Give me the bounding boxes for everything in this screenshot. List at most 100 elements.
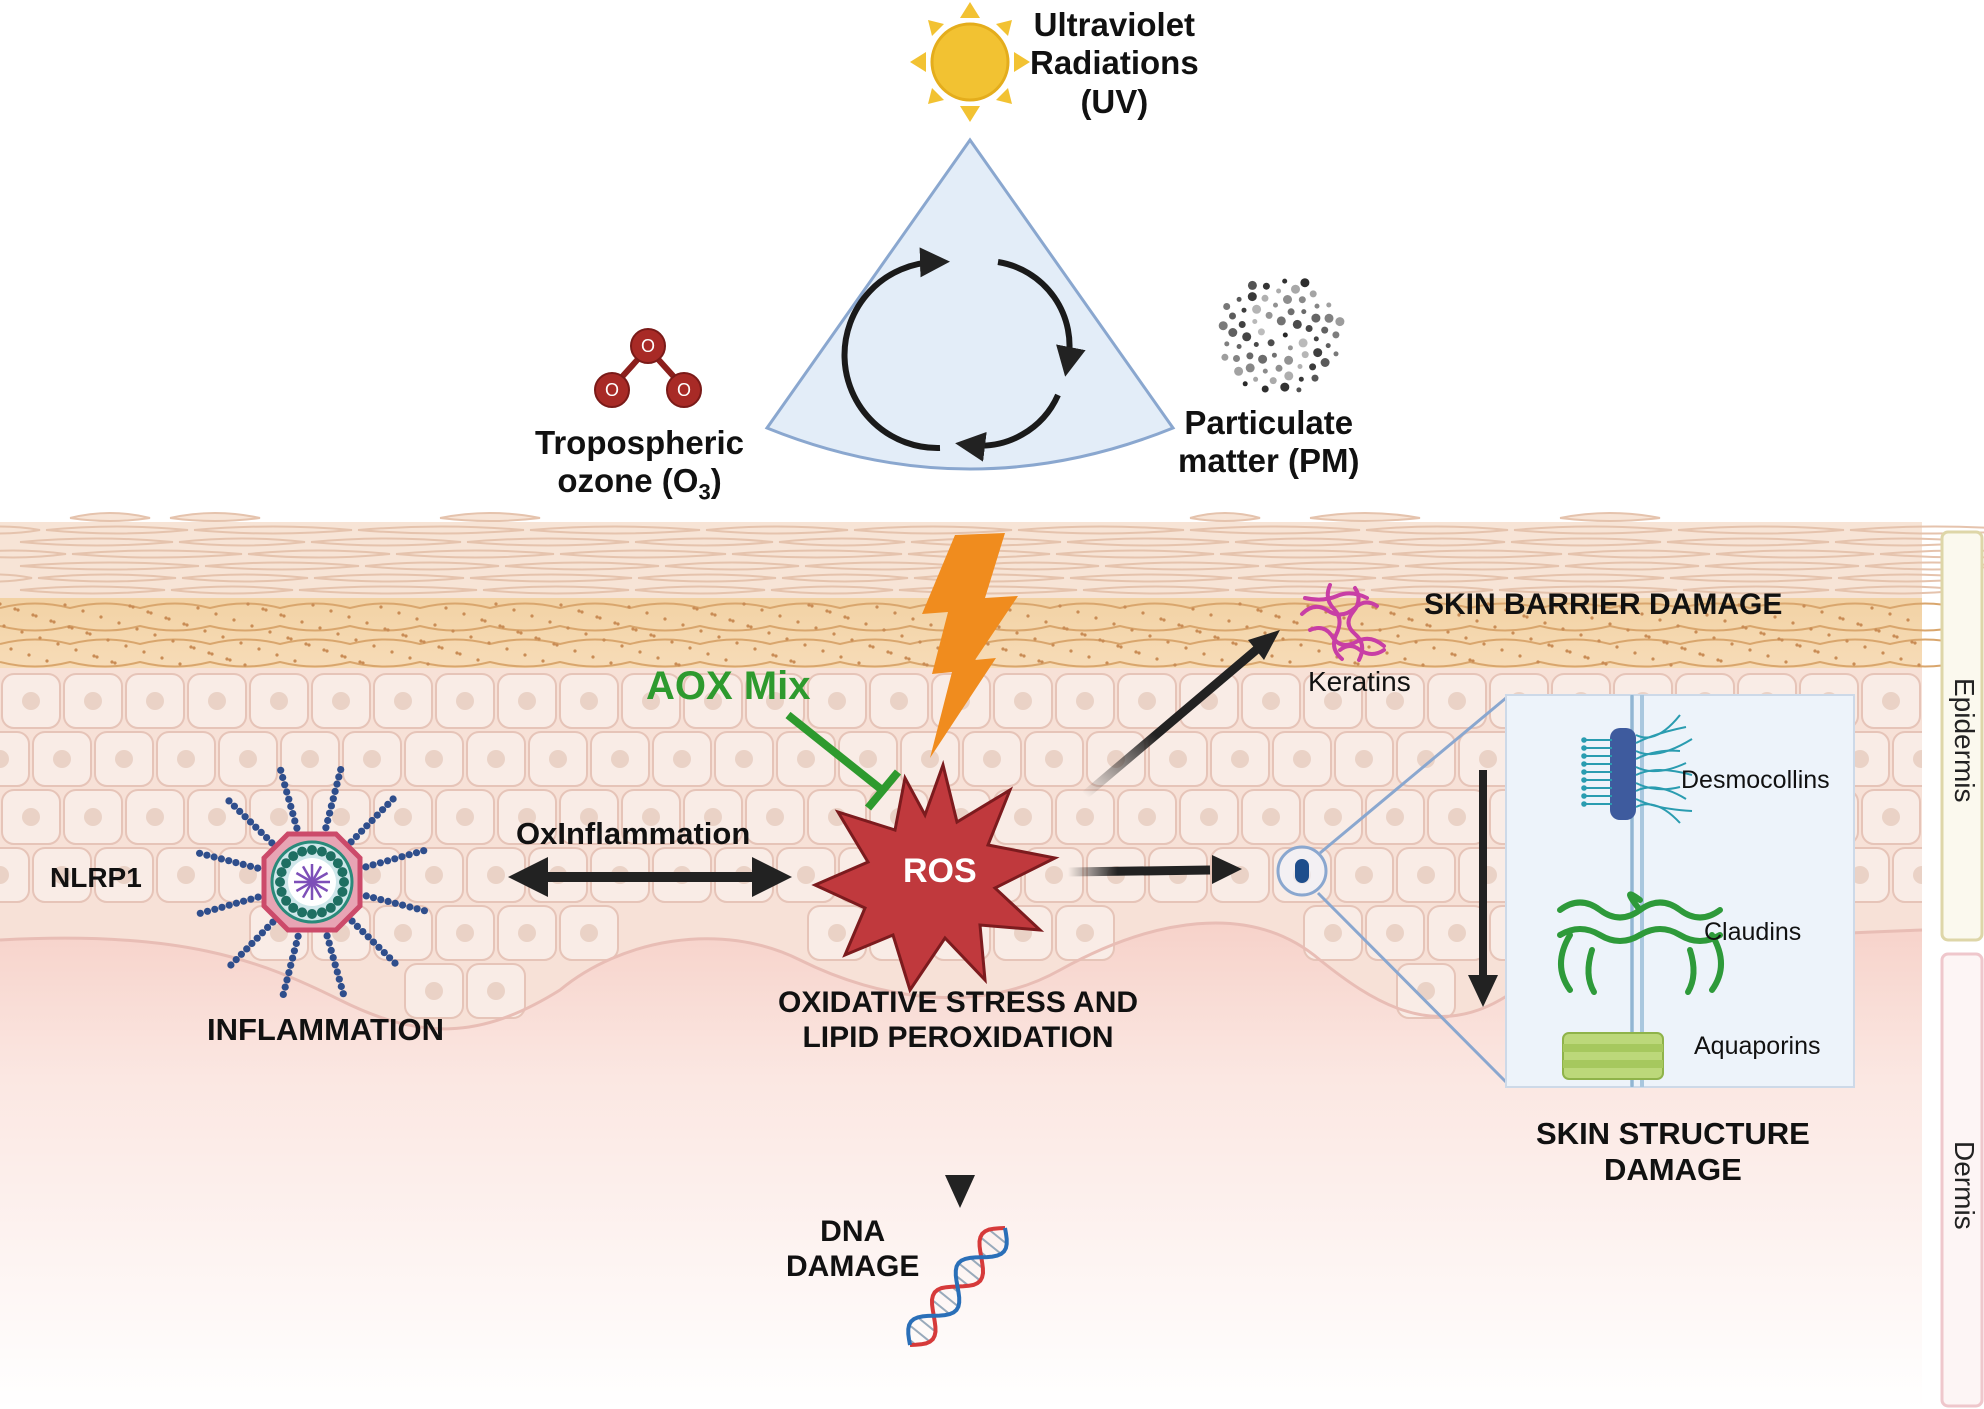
- corneocyte: [1715, 549, 1875, 559]
- cell-nucleus: [1386, 692, 1404, 710]
- ray-bead: [337, 982, 345, 991]
- pm-label-line: matter (PM): [1178, 442, 1360, 480]
- corneocyte: [357, 525, 525, 535]
- keratohyalin-granule: [864, 622, 868, 626]
- keratohyalin-granule: [1410, 618, 1414, 622]
- particle: [1236, 344, 1242, 349]
- cell-nucleus: [22, 692, 40, 710]
- corneocyte: [1219, 549, 1387, 559]
- keratohyalin-granule: [440, 646, 444, 650]
- particle: [1242, 332, 1252, 342]
- cell-nucleus: [1417, 750, 1435, 768]
- particle: [1223, 303, 1231, 310]
- cell-nucleus: [146, 692, 164, 710]
- ray-bead: [337, 766, 345, 774]
- cell-nucleus: [642, 808, 660, 826]
- keratohyalin-granule: [889, 651, 893, 655]
- keratohyalin-granule: [695, 607, 699, 611]
- cell-nucleus: [53, 750, 71, 768]
- keratohyalin-granule: [365, 621, 369, 625]
- corneocyte: [1189, 525, 1361, 535]
- cell-nucleus: [394, 692, 412, 710]
- cell-nucleus: [487, 750, 505, 768]
- keratohyalin-granule: [1795, 643, 1799, 647]
- keratohyalin-granule: [146, 610, 150, 614]
- keratohyalin-granule: [1475, 619, 1479, 623]
- cell-nucleus: [177, 750, 195, 768]
- corneocyte: [1669, 573, 1833, 583]
- keratohyalin-granule: [1065, 627, 1069, 631]
- keratohyalin-granule: [1568, 650, 1572, 654]
- cell-nucleus: [239, 866, 257, 884]
- keratohyalin-granule: [566, 626, 570, 630]
- ray-bead: [279, 773, 287, 782]
- keratohyalin-granule: [1112, 622, 1116, 626]
- keratohyalin-granule: [476, 658, 480, 662]
- base-pair: [988, 1228, 1008, 1245]
- ray-bead: [240, 897, 248, 905]
- ray-bead: [263, 834, 271, 842]
- corneocyte: [204, 561, 360, 571]
- inflammation-label: INFLAMMATION: [207, 1012, 445, 1047]
- particle: [1300, 278, 1310, 288]
- keratohyalin-granule: [1116, 644, 1120, 648]
- keratohyalin-granule: [810, 604, 814, 608]
- keratohyalin-granule: [616, 622, 620, 626]
- keratohyalin-granule: [1058, 604, 1062, 608]
- keratohyalin-granule: [286, 636, 290, 640]
- keratohyalin-granule: [1658, 618, 1662, 622]
- ray-bead: [289, 954, 297, 962]
- keratohyalin-granule: [997, 625, 1001, 629]
- cell-nucleus: [1448, 808, 1466, 826]
- cell-nucleus: [1913, 750, 1922, 768]
- cell-nucleus: [1169, 750, 1187, 768]
- cell-nucleus: [487, 982, 505, 1000]
- ozone-label-line: Tropospheric: [535, 424, 745, 461]
- particle: [1283, 295, 1292, 304]
- corneocyte: [1391, 549, 1563, 559]
- keratohyalin-granule: [1008, 608, 1012, 612]
- ray-bead: [281, 983, 289, 991]
- cell-nucleus: [84, 808, 102, 826]
- particle: [1238, 321, 1246, 328]
- corneocyte: [69, 512, 151, 522]
- ray-bead: [257, 828, 265, 836]
- desmo-filament: [1635, 738, 1693, 755]
- keratohyalin-granule: [1022, 654, 1026, 658]
- keratohyalin-granule: [1507, 609, 1511, 613]
- keratohyalin-granule: [56, 642, 60, 646]
- keratohyalin-granule: [1651, 657, 1655, 661]
- particle: [1252, 319, 1258, 324]
- keratohyalin-granule: [67, 625, 71, 629]
- ray-bead: [386, 954, 394, 962]
- particle: [1242, 381, 1248, 387]
- ring-bead: [281, 895, 292, 906]
- particle: [1267, 339, 1275, 347]
- keratohyalin-granule: [512, 608, 516, 612]
- keratohyalin-granule: [275, 653, 279, 657]
- keratohyalin-granule: [1694, 630, 1698, 634]
- cell-nucleus: [704, 692, 722, 710]
- cell-nucleus: [642, 692, 660, 710]
- keratinocyte: [1892, 847, 1922, 903]
- keratohyalin-granule: [1913, 641, 1917, 645]
- ray-bead: [203, 851, 211, 859]
- ray-bead: [358, 827, 366, 835]
- keratohyalin-granule: [1859, 623, 1863, 627]
- ray-bead: [253, 934, 261, 942]
- keratohyalin-granule: [1748, 648, 1752, 652]
- keratohyalin-granule: [1389, 611, 1393, 615]
- keratohyalin-granule: [774, 654, 778, 658]
- keratohyalin-granule: [1518, 654, 1522, 658]
- desmo-bead: [1581, 793, 1587, 799]
- keratohyalin-granule: [598, 616, 602, 620]
- cell-nucleus: [1076, 924, 1094, 942]
- ray-bead: [196, 909, 204, 917]
- corneocyte: [1069, 573, 1233, 583]
- ray-bead: [243, 945, 251, 953]
- uv-label-line: Ultraviolet: [1033, 6, 1196, 43]
- keratohyalin-granule: [1407, 617, 1411, 621]
- corneocyte: [1381, 573, 1509, 583]
- keratohyalin-granule: [1845, 639, 1849, 643]
- desmo-filament: [1635, 782, 1681, 791]
